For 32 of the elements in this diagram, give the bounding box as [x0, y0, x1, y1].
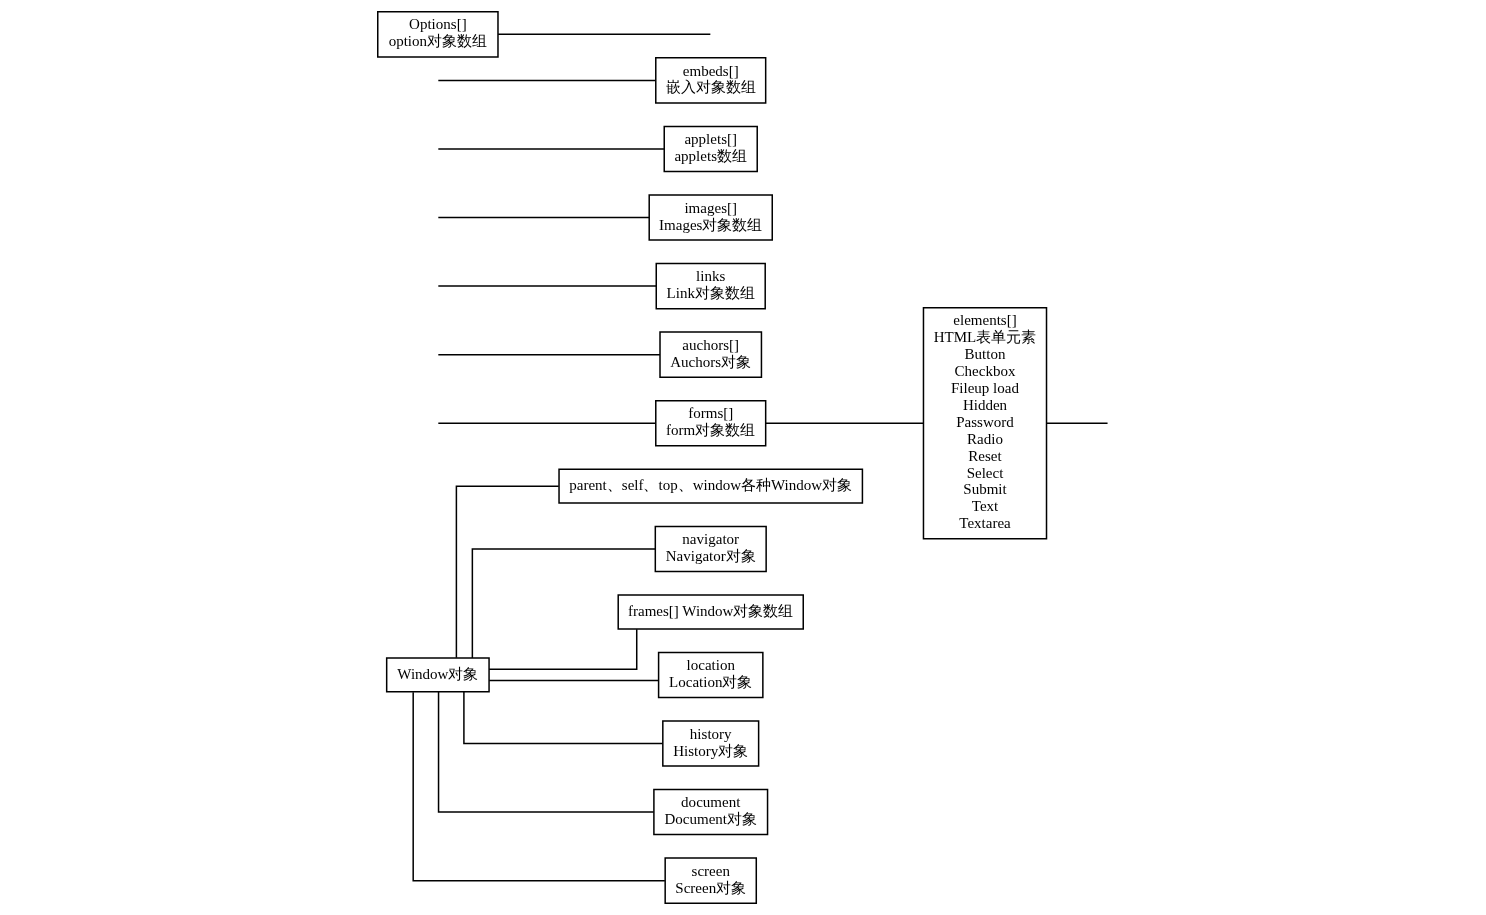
node-box: document Document对象 — [653, 788, 769, 836]
connector — [497, 33, 712, 36]
node-box: applets[] applets数组 — [663, 125, 758, 173]
node-box: history History对象 — [662, 720, 760, 767]
node-box: embeds[] 嵌入对象数组 — [655, 57, 767, 104]
node-box: elements[] HTML表单元素 Button Checkbox Fileup load Hidden Password Radio Reset Select Submit Text Textarea — [922, 306, 1048, 540]
connector — [437, 422, 657, 424]
connector — [437, 691, 655, 813]
connector — [455, 485, 560, 659]
connector — [471, 548, 656, 659]
connector — [463, 691, 664, 745]
connector — [437, 216, 650, 219]
connector — [1046, 422, 1109, 424]
connector — [412, 691, 666, 882]
node-box: Options[] option对象数组 — [377, 11, 499, 58]
connector — [488, 679, 659, 682]
node-box: Window对象 — [385, 657, 490, 693]
connector — [437, 148, 665, 150]
node-box: parent、self、top、window各种Window对象 — [558, 468, 864, 504]
connector — [437, 79, 657, 82]
node-box: frames[] Window对象数组 — [617, 594, 804, 630]
node-box: auchors[] Auchors对象 — [659, 331, 763, 378]
node-box: forms[] form对象数组 — [655, 399, 767, 447]
connector — [765, 422, 925, 424]
node-box: links Link对象数组 — [655, 262, 766, 310]
node-box: images[] Images对象数组 — [648, 194, 773, 241]
node-box: navigator Navigator对象 — [654, 525, 767, 573]
connector — [437, 353, 661, 356]
connector — [488, 628, 638, 671]
node-box: location Location对象 — [657, 651, 764, 699]
node-box: screen Screen对象 — [664, 857, 758, 904]
connector — [437, 285, 657, 287]
